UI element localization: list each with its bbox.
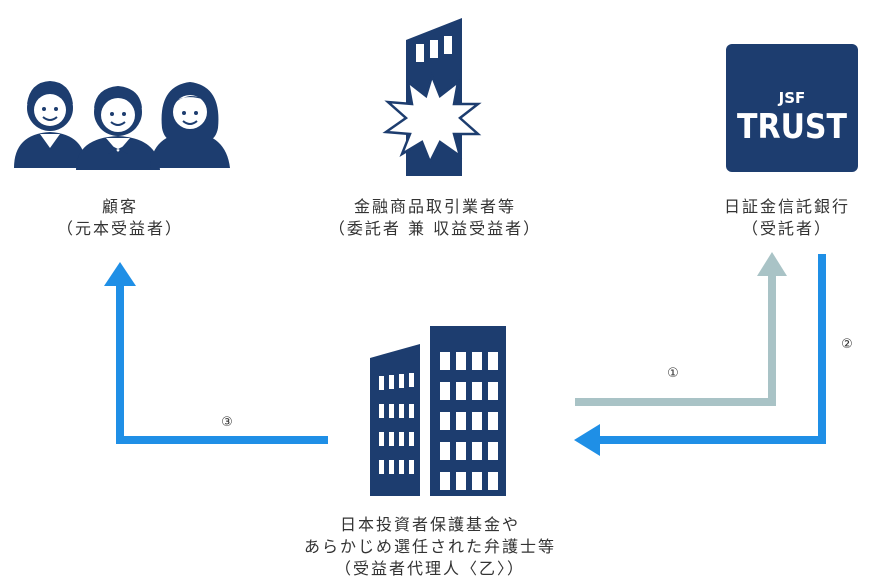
customer-role: （元本受益者）	[56, 219, 183, 238]
customer-name: 顧客	[101, 197, 138, 216]
arrow-step1	[575, 252, 787, 406]
jsf-trust-logo: JSF TRUST	[726, 44, 858, 172]
logo-top-text: JSF	[778, 89, 806, 107]
agent-role: （受益者代理人〈乙〉）	[334, 559, 525, 578]
agent-name-line2: あらかじめ選任された弁護士等	[303, 537, 556, 556]
step3-number: ③	[221, 415, 233, 430]
person-right-icon	[150, 82, 230, 168]
firm-label: 金融商品取引業者等 （委託者 兼 収益受益者）	[300, 196, 570, 240]
trust-bank-label: 日証金信託銀行 （受託者）	[700, 196, 874, 240]
office-buildings-icon	[370, 326, 506, 496]
agent-label: 日本投資者保護基金や あらかじめ選任された弁護士等 （受益者代理人〈乙〉）	[240, 514, 620, 580]
people-icon	[14, 81, 230, 170]
arrow-step2	[574, 254, 826, 456]
trust-bank-name: 日証金信託銀行	[723, 197, 850, 216]
arrow-step3	[104, 262, 328, 444]
burst-icon	[382, 72, 482, 166]
firm-name: 金融商品取引業者等	[353, 197, 516, 216]
customer-label: 顧客 （元本受益者）	[40, 196, 200, 240]
person-left-icon	[14, 81, 86, 168]
step2-number: ②	[841, 337, 853, 352]
agent-name-line1: 日本投資者保護基金や	[339, 515, 520, 534]
trust-bank-role: （受託者）	[741, 219, 832, 238]
firm-role: （委託者 兼 収益受益者）	[328, 219, 542, 238]
step1-number: ①	[667, 366, 679, 381]
person-middle-icon	[76, 86, 160, 170]
logo-bottom-text: TRUST	[737, 107, 848, 147]
bankrupt-building-icon	[382, 18, 482, 176]
